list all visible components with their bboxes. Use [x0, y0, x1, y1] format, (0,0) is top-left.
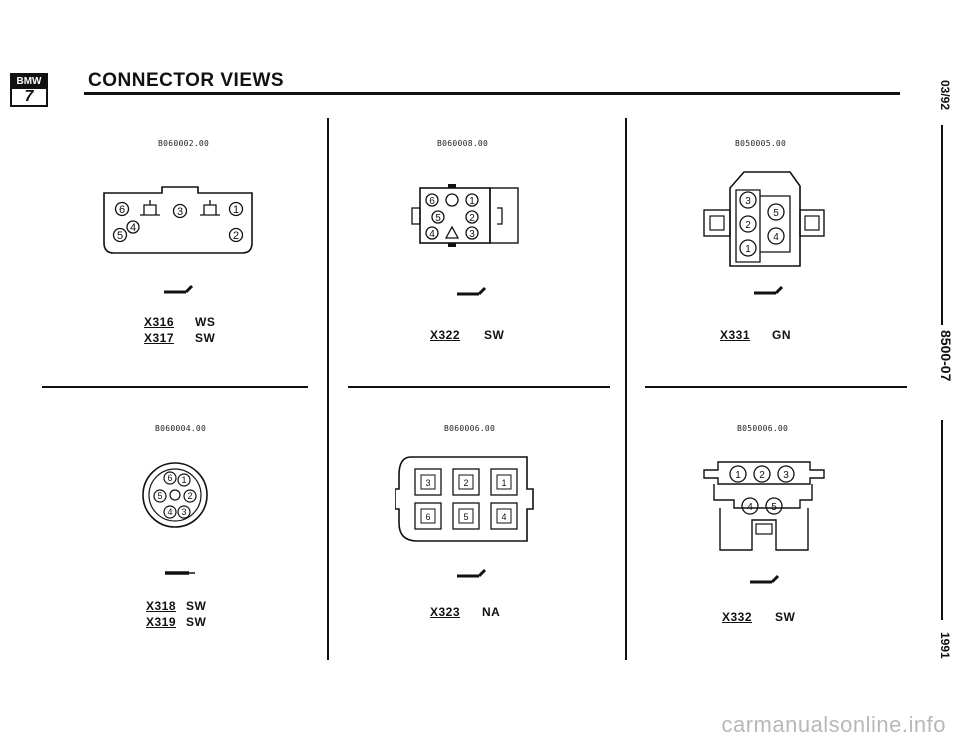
connector-id: X323 — [430, 605, 461, 619]
bmw-logo: BMW 7 — [10, 73, 48, 107]
connector-code: B060006.00 — [444, 424, 496, 433]
pin-label: 3 — [783, 470, 789, 481]
side-section: 8500-07 — [938, 330, 954, 382]
orientation-arrow-icon — [750, 574, 780, 584]
orientation-arrow-icon — [165, 571, 195, 575]
row-divider-1 — [42, 386, 308, 388]
pin-label: 5 — [157, 491, 162, 501]
pin-label: 5 — [773, 208, 779, 219]
wire-color: WS — [195, 315, 216, 329]
pin-label: 5 — [463, 512, 468, 522]
pin-label: 4 — [130, 222, 136, 234]
pin-label: 3 — [469, 229, 475, 240]
connector-code: B050006.00 — [737, 424, 789, 433]
orientation-arrow-icon — [457, 286, 487, 296]
watermark: carmanualsonline.info — [721, 712, 946, 737]
pin-label: 3 — [425, 478, 430, 488]
connector-id: X319 — [146, 615, 177, 629]
connector-code: B060002.00 — [158, 139, 210, 148]
wire-color: SW — [186, 615, 207, 629]
orientation-arrow-icon — [457, 568, 487, 578]
orientation-arrow-icon — [164, 284, 194, 294]
page-title: CONNECTOR VIEWS — [88, 70, 285, 91]
connector-diagram-x332: 1 2 3 4 5 — [703, 461, 825, 551]
pin-label: 4 — [167, 507, 172, 517]
pin-label: 5 — [771, 502, 777, 513]
column-divider-1 — [327, 118, 329, 660]
wire-color: GN — [772, 328, 791, 342]
pin-label: 2 — [759, 470, 765, 481]
connector-diagram-x331: 3 5 2 4 1 — [703, 171, 825, 267]
wire-color: NA — [482, 605, 501, 619]
pin-label: 1 — [469, 196, 475, 207]
logo-brand: BMW — [12, 75, 46, 89]
pin-label: 2 — [463, 478, 468, 488]
connector-diagram-x316: 6 3 1 5 4 2 — [103, 186, 253, 254]
pin-label: 3 — [181, 507, 186, 517]
pin-label: 2 — [469, 213, 475, 224]
pin-label: 1 — [233, 204, 239, 216]
wire-color: SW — [775, 610, 796, 624]
pin-label: 2 — [233, 230, 239, 242]
connector-id: X322 — [430, 328, 461, 342]
connector-id: X318 — [146, 599, 177, 613]
pin-label: 2 — [187, 491, 192, 501]
connector-id: X331 — [720, 328, 751, 342]
pin-label: 1 — [181, 475, 186, 485]
pin-label: 1 — [501, 478, 506, 488]
row-divider-3 — [645, 386, 907, 388]
connector-diagram-x323: 3 2 1 6 5 4 — [395, 456, 534, 542]
pin-label: 5 — [117, 230, 123, 242]
pin-label: 1 — [735, 470, 741, 481]
pin-label: 4 — [429, 229, 435, 240]
connector-code: B050005.00 — [735, 139, 787, 148]
pin-label: 6 — [119, 204, 125, 216]
column-divider-2 — [625, 118, 627, 660]
pin-label: 6 — [429, 196, 435, 207]
connector-id: X332 — [722, 610, 753, 624]
side-rule-1 — [941, 125, 943, 325]
pin-label: 2 — [745, 220, 751, 231]
orientation-arrow-icon — [754, 285, 784, 295]
connector-diagram-x318: 6 1 5 2 4 3 — [142, 462, 208, 528]
pin-label: 3 — [177, 206, 183, 218]
wire-color: SW — [186, 599, 207, 613]
connector-id: X317 — [144, 331, 175, 345]
connector-id: X316 — [144, 315, 175, 329]
side-rule-2 — [941, 420, 943, 620]
header-rule — [84, 92, 900, 95]
side-year: 1991 — [938, 632, 952, 659]
connector-code: B060008.00 — [437, 139, 489, 148]
pin-label: 6 — [425, 512, 430, 522]
wire-color: SW — [484, 328, 505, 342]
side-date: 03/92 — [938, 80, 952, 111]
connector-code: B060004.00 — [155, 424, 207, 433]
logo-series: 7 — [24, 88, 34, 105]
wire-color: SW — [195, 331, 216, 345]
row-divider-2 — [348, 386, 610, 388]
pin-label: 6 — [167, 473, 172, 483]
pin-label: 4 — [773, 232, 779, 243]
pin-label: 5 — [435, 213, 441, 224]
pin-label: 4 — [501, 512, 506, 522]
pin-label: 1 — [745, 244, 751, 255]
connector-diagram-x322: 6 1 5 2 4 3 — [411, 184, 519, 247]
pin-label: 4 — [747, 502, 753, 513]
pin-label: 3 — [745, 196, 751, 207]
